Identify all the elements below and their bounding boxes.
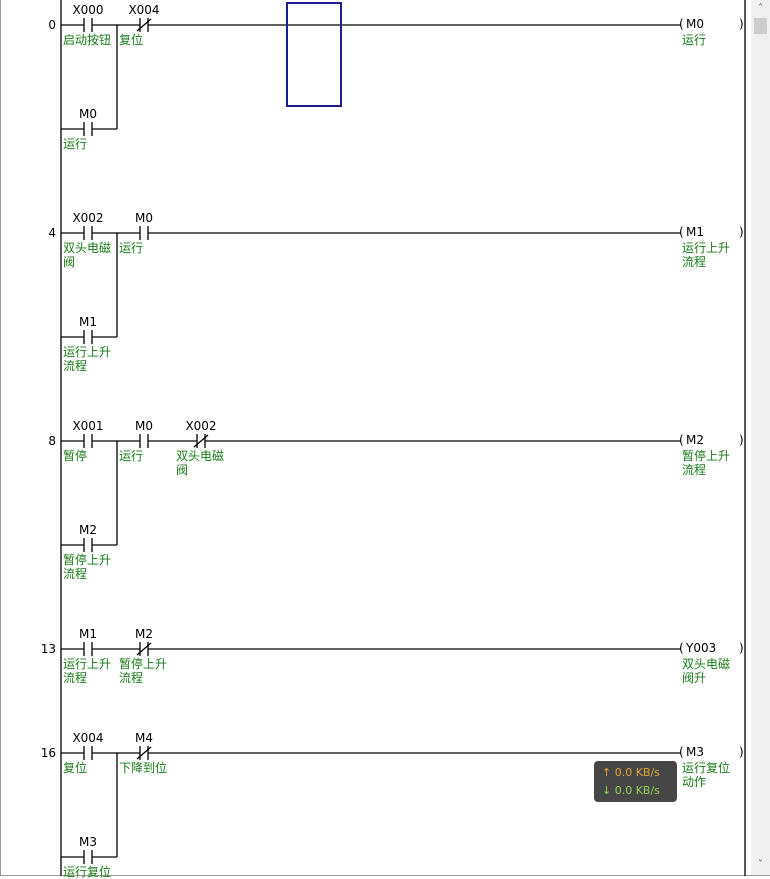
- normally-open-contact-gap: [84, 434, 92, 448]
- vertical-scrollbar[interactable]: ˄ ˅: [751, 0, 770, 875]
- rung-number: 13: [40, 642, 56, 656]
- branch-contact-gap: [84, 538, 92, 552]
- nc-slash-icon: [193, 434, 209, 448]
- contact-comment: 复位: [119, 33, 144, 47]
- contact-device-label[interactable]: X001: [72, 419, 104, 433]
- coil-open-paren-icon: (: [679, 225, 684, 239]
- normally-open-contact-gap: [84, 746, 92, 760]
- coil-comment: 暂停上升 流程: [682, 449, 731, 477]
- contact-comment: 暂停: [63, 449, 88, 463]
- ladder-diagram: [60, 0, 746, 876]
- contact-comment: 运行: [119, 449, 144, 463]
- coil-output[interactable]: M2: [686, 433, 704, 447]
- download-speed: ↓ 0.0 KB/s: [602, 784, 660, 797]
- branch-device-label[interactable]: M0: [79, 107, 97, 121]
- coil-comment: 运行上升 流程: [682, 241, 731, 269]
- scroll-down-icon[interactable]: ˅: [758, 859, 763, 870]
- normally-open-contact-gap: [84, 642, 92, 656]
- coil-close-paren-icon: ): [739, 745, 744, 759]
- branch-device-label[interactable]: M3: [79, 835, 97, 849]
- branch-contact-gap: [84, 122, 92, 136]
- branch-comment: 运行复位: [63, 865, 112, 879]
- scrollbar-thumb[interactable]: [754, 18, 767, 34]
- contact-comment: 下降到位: [119, 761, 168, 775]
- contact-comment: 双头电磁 阀: [176, 449, 225, 477]
- branch-contact-gap: [84, 850, 92, 864]
- contact-device-label[interactable]: X002: [72, 211, 104, 225]
- contact-comment: 运行上升 流程: [63, 657, 112, 685]
- rung-number: 16: [40, 746, 56, 760]
- branch-comment: 暂停上升 流程: [63, 553, 112, 581]
- contact-device-label[interactable]: M4: [135, 731, 153, 745]
- rung-number: 8: [48, 434, 56, 448]
- coil-close-paren-icon: ): [739, 433, 744, 447]
- branch-device-label[interactable]: M2: [79, 523, 97, 537]
- contact-comment: 双头电磁 阀: [63, 241, 112, 269]
- branch-comment: 运行上升 流程: [63, 345, 112, 373]
- coil-open-paren-icon: (: [679, 17, 684, 31]
- contact-comment: 运行: [119, 241, 144, 255]
- contact-device-label[interactable]: M0: [135, 419, 153, 433]
- branch-device-label[interactable]: M1: [79, 315, 97, 329]
- contact-comment: 启动按钮: [63, 33, 112, 47]
- upload-speed: ↑ 0.0 KB/s: [602, 766, 660, 779]
- contact-device-label[interactable]: M0: [135, 211, 153, 225]
- coil-output[interactable]: Y003: [686, 641, 717, 655]
- coil-close-paren-icon: ): [739, 17, 744, 31]
- cursor-selection-box[interactable]: [286, 2, 342, 107]
- coil-open-paren-icon: (: [679, 641, 684, 655]
- contact-device-label[interactable]: X004: [72, 731, 104, 745]
- contact-comment: 暂停上升 流程: [119, 657, 168, 685]
- contact-comment: 复位: [63, 761, 88, 775]
- rung-number: 4: [48, 226, 56, 240]
- normally-open-contact-gap: [140, 226, 148, 240]
- nc-slash-icon: [136, 18, 152, 32]
- contact-device-label[interactable]: M2: [135, 627, 153, 641]
- coil-open-paren-icon: (: [679, 745, 684, 759]
- coil-comment: 运行: [682, 33, 707, 47]
- nc-slash-icon: [136, 642, 152, 656]
- scroll-up-icon[interactable]: ˄: [758, 3, 763, 14]
- coil-close-paren-icon: ): [739, 225, 744, 239]
- branch-contact-gap: [84, 330, 92, 344]
- coil-output[interactable]: M3: [686, 745, 704, 759]
- rung-number: 0: [48, 18, 56, 32]
- coil-close-paren-icon: ): [739, 641, 744, 655]
- contact-device-label[interactable]: X000: [72, 3, 104, 17]
- normally-open-contact-gap: [84, 226, 92, 240]
- coil-comment: 双头电磁 阀升: [682, 657, 731, 685]
- network-speed-tooltip: ↑ 0.0 KB/s ↓ 0.0 KB/s: [594, 761, 677, 802]
- coil-open-paren-icon: (: [679, 433, 684, 447]
- normally-open-contact-gap: [140, 434, 148, 448]
- coil-output[interactable]: M1: [686, 225, 704, 239]
- contact-device-label[interactable]: X004: [128, 3, 160, 17]
- nc-slash-icon: [136, 746, 152, 760]
- contact-device-label[interactable]: M1: [79, 627, 97, 641]
- coil-output[interactable]: M0: [686, 17, 704, 31]
- contact-device-label[interactable]: X002: [185, 419, 217, 433]
- branch-comment: 运行: [63, 137, 88, 151]
- coil-comment: 运行复位 动作: [682, 761, 731, 789]
- normally-open-contact-gap: [84, 18, 92, 32]
